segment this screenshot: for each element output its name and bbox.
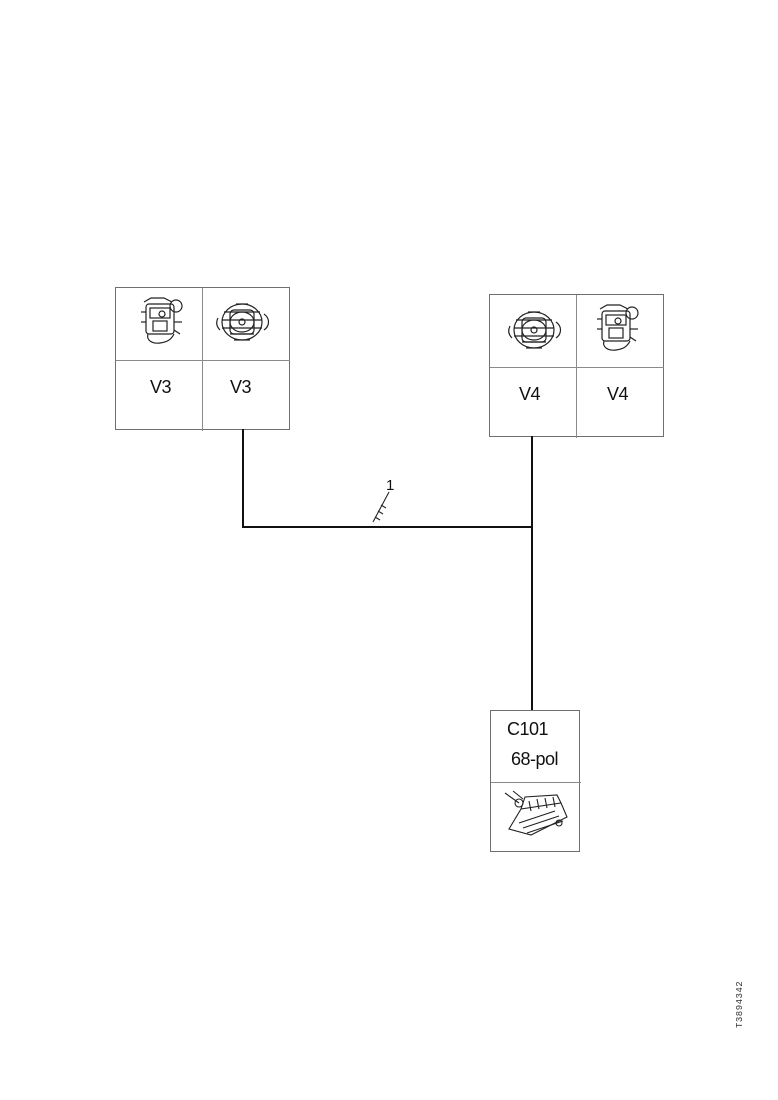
component-label: V3 bbox=[230, 377, 252, 397]
divider bbox=[202, 288, 203, 431]
divider bbox=[116, 360, 290, 361]
wire-v3-drop bbox=[242, 429, 244, 528]
component-label: V3 bbox=[150, 377, 172, 397]
wire-label: 1 bbox=[386, 477, 394, 494]
component-label: V4 bbox=[519, 384, 541, 404]
connector-name: C101 bbox=[507, 719, 549, 739]
engine-side-icon bbox=[216, 303, 270, 341]
divider bbox=[490, 367, 664, 368]
divider bbox=[491, 782, 581, 783]
wire-v4-drop bbox=[531, 436, 533, 710]
divider bbox=[576, 295, 577, 438]
component-label: V4 bbox=[607, 384, 629, 404]
component-box-v4: V4 V4 bbox=[489, 294, 664, 438]
wire-main-horizontal bbox=[242, 526, 532, 528]
connector-pin-count: 68-pol bbox=[511, 749, 559, 769]
connector-box: C101 68-pol bbox=[490, 710, 581, 852]
wire-marker bbox=[372, 491, 390, 523]
engine-front-icon bbox=[141, 297, 183, 344]
connector-module-icon bbox=[504, 790, 568, 836]
engine-front-icon bbox=[597, 304, 639, 351]
drawing-code: T3894342 bbox=[735, 980, 745, 1028]
component-box-v3: V3 V3 bbox=[115, 287, 290, 431]
engine-side-icon bbox=[508, 311, 562, 349]
